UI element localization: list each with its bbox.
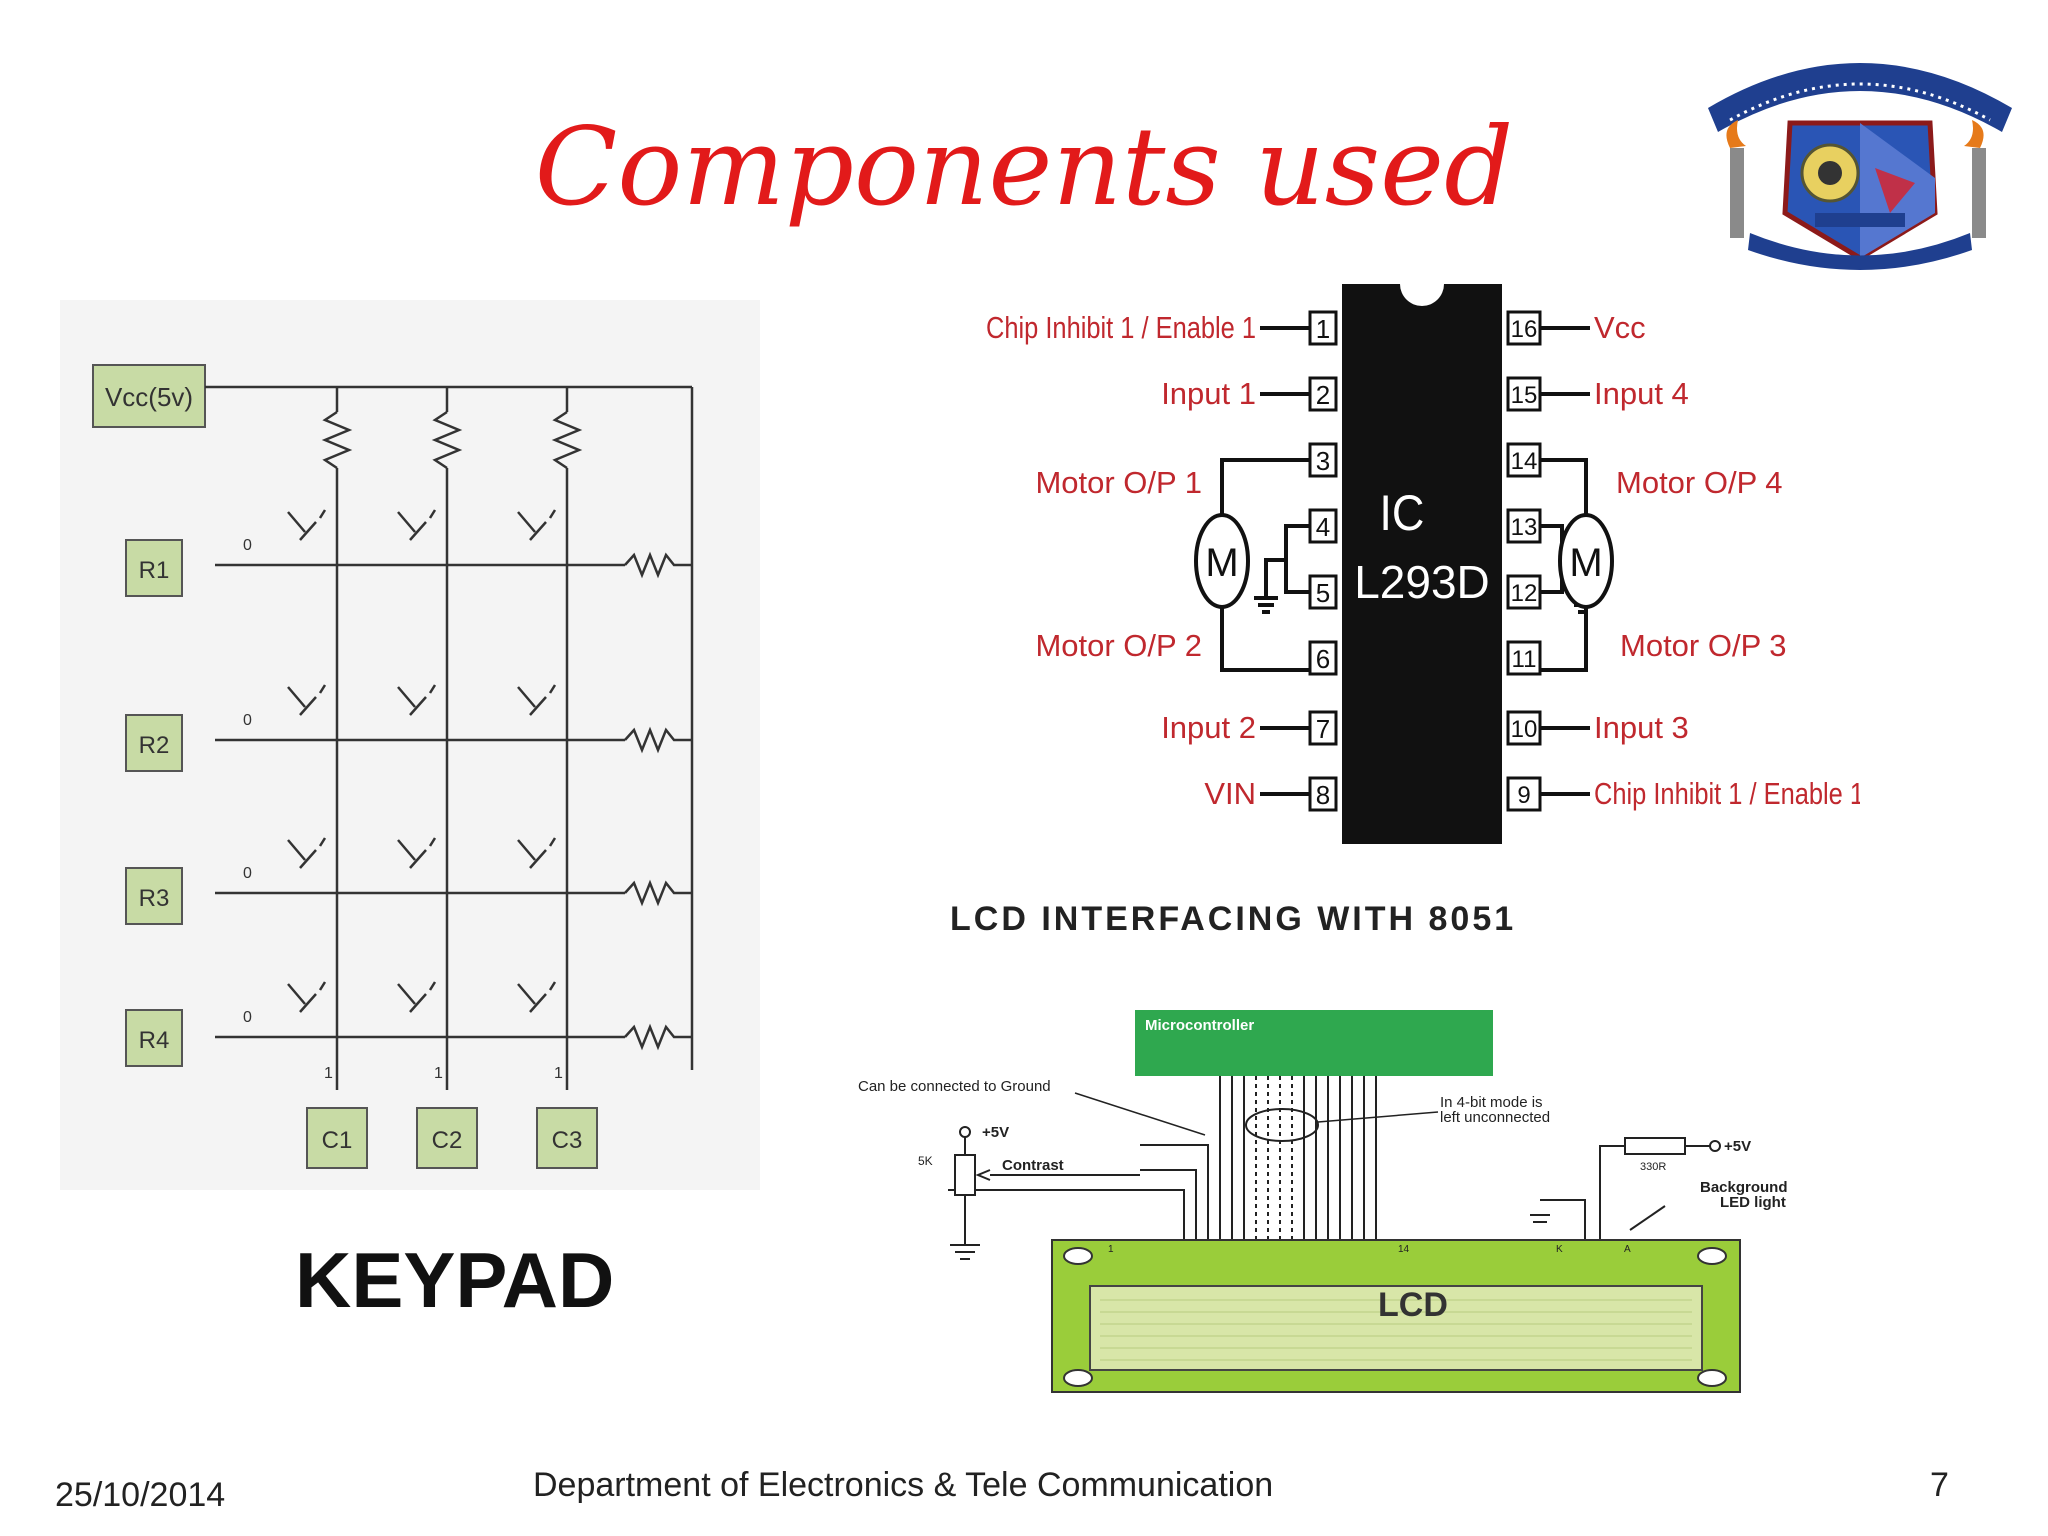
microcontroller-label: Microcontroller (1145, 1017, 1254, 1034)
ic-part: L293D (1354, 556, 1490, 608)
col-level: 1 (554, 1065, 563, 1082)
label-pin9: Chip Inhibit 1 / Enable 1 (1594, 776, 1860, 811)
label-pin15: Input 4 (1594, 376, 1689, 411)
row-label: R1 (139, 557, 170, 584)
label-pin16: Vcc (1594, 310, 1646, 345)
pot-value: 5K (918, 1154, 933, 1168)
motor-left-icon: M (1194, 513, 1250, 609)
row-label: R4 (139, 1027, 170, 1054)
col-label: C1 (322, 1127, 353, 1154)
row-level: 0 (243, 1009, 252, 1026)
row-level: 0 (243, 537, 252, 554)
svg-text:7: 7 (1316, 714, 1330, 744)
resistor-value: 330R (1640, 1161, 1666, 1173)
column-box: C2 (416, 1107, 478, 1169)
svg-text:1: 1 (1316, 314, 1330, 344)
keypad-row: R4 0 (125, 981, 692, 1067)
lcd-pin-first: 1 (1108, 1244, 1114, 1255)
svg-text:M: M (1205, 541, 1238, 585)
institute-logo-icon (1708, 63, 2012, 270)
lcd-interfacing-diagram: LCD INTERFACING WITH 8051 Microcontrolle… (858, 900, 1788, 1393)
vcc-box: Vcc(5v) (92, 364, 206, 428)
svg-text:12: 12 (1511, 580, 1538, 607)
pot-plus5v: +5V (982, 1124, 1009, 1141)
row-label: R2 (139, 732, 170, 759)
svg-text:3: 3 (1316, 446, 1330, 476)
row-level: 0 (243, 865, 252, 882)
label-pin7: Input 2 (1161, 710, 1256, 745)
label-pin2: Input 1 (1161, 376, 1256, 411)
ic-name: IC (1379, 486, 1424, 542)
svg-text:14: 14 (1511, 448, 1538, 475)
row-level: 0 (243, 712, 252, 729)
ic-body (1342, 284, 1502, 844)
col-level: 1 (434, 1065, 443, 1082)
backlight-note-2: LED light (1720, 1194, 1786, 1211)
footer-page-number: 7 (1930, 1466, 1949, 1504)
svg-text:2: 2 (1316, 380, 1330, 410)
col-level: 1 (324, 1065, 333, 1082)
right-pins: 16 15 14 13 12 11 10 9 (1506, 310, 1542, 812)
svg-text:6: 6 (1316, 644, 1330, 674)
col-label: C2 (432, 1127, 463, 1154)
four-bit-note-2: left unconnected (1440, 1109, 1550, 1126)
lcd-pin-k: K (1556, 1244, 1563, 1255)
contrast-label: Contrast (1002, 1157, 1064, 1174)
label-pin10: Input 3 (1594, 710, 1689, 745)
motor-right-icon: M (1558, 513, 1614, 609)
slide-title: Components used (534, 105, 1514, 230)
column-box: C1 (306, 1107, 368, 1169)
svg-text:11: 11 (1512, 646, 1537, 673)
svg-text:8: 8 (1316, 780, 1330, 810)
contrast-potentiometer (950, 1126, 1140, 1260)
backlight-note-1: Background (1700, 1179, 1788, 1196)
footer-department: Department of Electronics & Tele Communi… (533, 1466, 1274, 1504)
keypad-row: R1 0 (125, 509, 692, 597)
footer-date: 25/10/2014 (55, 1476, 226, 1514)
row-label: R3 (139, 885, 170, 912)
label-motor1: Motor O/P 1 (1035, 465, 1202, 500)
ground-note: Can be connected to Ground (858, 1078, 1051, 1095)
label-pin1: Chip Inhibit 1 / Enable 1 (986, 310, 1256, 345)
column-line (431, 387, 463, 1090)
svg-text:16: 16 (1511, 316, 1538, 343)
keypad-row: R2 0 (125, 684, 692, 772)
column-line (551, 387, 583, 1090)
keypad-diagram: Vcc(5v) R1 0 (60, 300, 760, 1190)
label-pin8: VIN (1204, 776, 1256, 811)
svg-text:9: 9 (1517, 782, 1530, 809)
column-line (321, 387, 353, 1090)
lcd-screen-text: LCD (1378, 1286, 1448, 1324)
four-bit-note-1: In 4-bit mode is (1440, 1094, 1543, 1111)
svg-text:10: 10 (1511, 716, 1538, 743)
label-motor3: Motor O/P 3 (1620, 628, 1787, 663)
left-pins: 1 2 3 4 5 6 7 8 (1308, 310, 1338, 812)
col-label: C3 (552, 1127, 583, 1154)
svg-text:5: 5 (1316, 578, 1330, 608)
vcc-label: Vcc(5v) (105, 382, 193, 412)
label-motor4: Motor O/P 4 (1616, 465, 1783, 500)
l293d-pinout-diagram: IC L293D 1 2 3 4 5 6 7 8 16 15 (986, 284, 1860, 844)
svg-text:4: 4 (1316, 512, 1330, 542)
keypad-caption: KEYPAD (295, 1236, 615, 1324)
keypad-row: R3 0 (125, 837, 692, 925)
microcontroller-block (1135, 1010, 1493, 1076)
lcd-pin-last: 14 (1398, 1244, 1410, 1255)
label-motor2: Motor O/P 2 (1035, 628, 1202, 663)
lcd-pin-a: A (1624, 1244, 1631, 1255)
column-box: C3 (536, 1107, 598, 1169)
backlight-plus5v: +5V (1724, 1138, 1751, 1155)
svg-text:15: 15 (1511, 382, 1538, 409)
svg-text:13: 13 (1511, 514, 1538, 541)
svg-text:M: M (1569, 541, 1602, 585)
lcd-heading: LCD INTERFACING WITH 8051 (950, 900, 1516, 938)
